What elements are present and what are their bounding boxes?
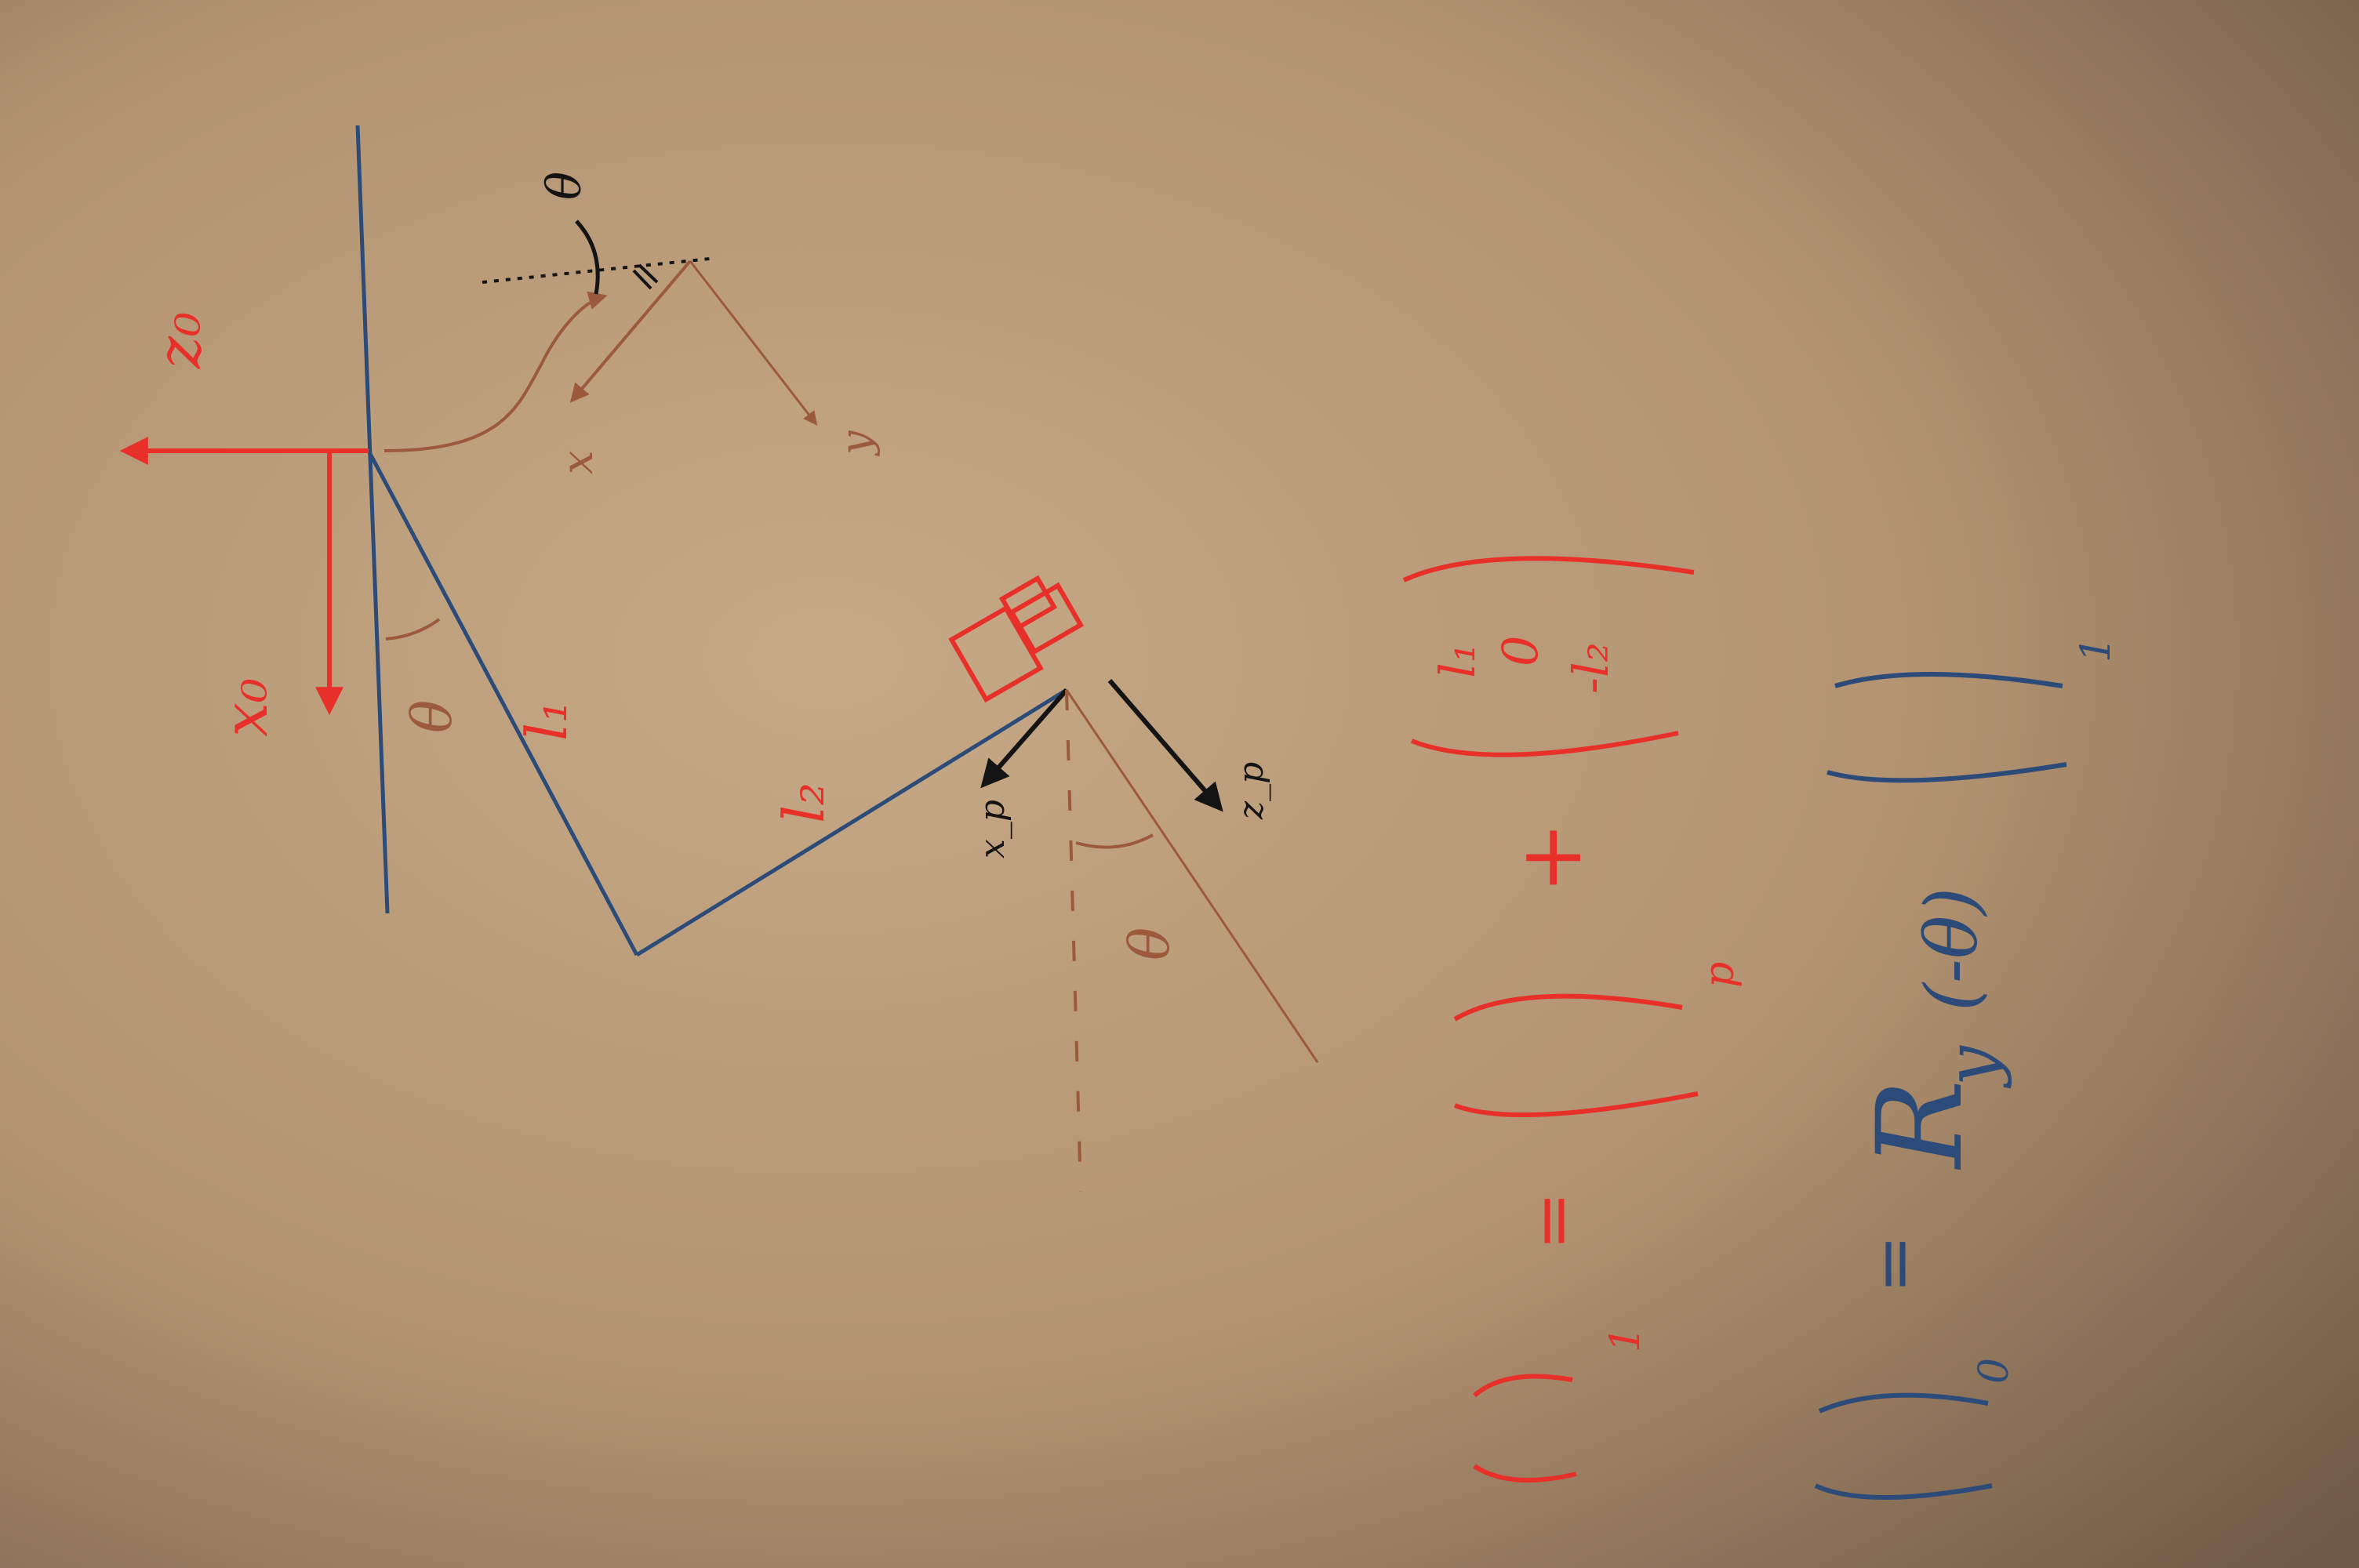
- base-axis-line: [355, 125, 390, 914]
- eq1-vec-mid: 0: [1492, 636, 1549, 666]
- tool-frame-z-axis: [1107, 679, 1223, 812]
- equation-1: 1 = p + l₁ 0 -l₂: [1402, 556, 1743, 1483]
- eq1-paren-left: [1453, 1091, 1699, 1117]
- tool-angle-arc: [1075, 833, 1154, 849]
- label-l2: l₂: [771, 782, 837, 823]
- top-frame-y-axis: [689, 260, 818, 426]
- link-l1: [366, 449, 639, 956]
- label-x-p: x_p: [972, 800, 1012, 858]
- eq1-equals: =: [1511, 1192, 1594, 1250]
- eq1-vec-paren-right: [1402, 556, 1695, 583]
- eq1-lhs-subscript: 1: [1602, 1327, 1649, 1352]
- eq1-lhs-paren-right: [1473, 1374, 1573, 1398]
- eq1-vec-bottom: -l₂: [1562, 642, 1619, 694]
- base-angle-arc: [385, 618, 441, 641]
- label-l1: l₁: [514, 700, 580, 741]
- eq2-rotation-subscript: y: [1931, 1045, 2013, 1089]
- eq2-equals: =: [1852, 1235, 1935, 1294]
- label-x-top: x: [553, 451, 602, 474]
- eq2-rotation: R: [1852, 1080, 1989, 1171]
- label-theta-top: θ: [537, 172, 592, 200]
- tool-frame-x-axis: [980, 688, 1069, 789]
- top-dotted-reference: [482, 257, 711, 284]
- gripper-sketch: [948, 575, 1085, 703]
- label-z-p: z_p: [1231, 762, 1271, 820]
- eq2-lhs-subscript: 0: [1971, 1358, 2018, 1384]
- tool-dashed-vertical: [1065, 689, 1082, 1192]
- eq1-plus: +: [1500, 822, 1601, 894]
- eq2-paren-subscript: 1: [2073, 637, 2120, 662]
- eq2-lhs-paren-right: [1818, 1392, 1989, 1414]
- label-z0: z₀: [144, 312, 215, 369]
- equation-2: 0 = R y (-θ) 1: [1814, 637, 2120, 1500]
- eq2-paren-left: [1826, 762, 2067, 783]
- label-theta-tool: θ: [1118, 927, 1182, 960]
- eq1-lhs-paren-left: [1473, 1464, 1577, 1483]
- eq1-paren-right: [1453, 993, 1683, 1022]
- eq2-lhs-paren-left: [1814, 1483, 1993, 1500]
- label-theta-base: θ: [400, 700, 464, 733]
- top-frame-x-axis: [569, 260, 692, 403]
- label-x0: x₀: [211, 678, 282, 737]
- top-angle-arc: [575, 220, 600, 295]
- tool-angle-line: [1065, 689, 1319, 1063]
- eq1-vec-top: l₁: [1429, 643, 1486, 678]
- transform-arrow: [383, 291, 608, 452]
- eq1-paren-subscript: p: [1696, 962, 1743, 988]
- eq2-rotation-arg: (-θ): [1910, 887, 1994, 1011]
- robot-arm-diagram: [119, 125, 1319, 1192]
- eq2-paren-right: [1834, 672, 2063, 688]
- top-angle-ticks: [632, 263, 659, 290]
- eq1-vec-paren-left: [1410, 731, 1679, 757]
- link-l2: [635, 688, 1068, 957]
- label-y-top: y: [831, 430, 881, 456]
